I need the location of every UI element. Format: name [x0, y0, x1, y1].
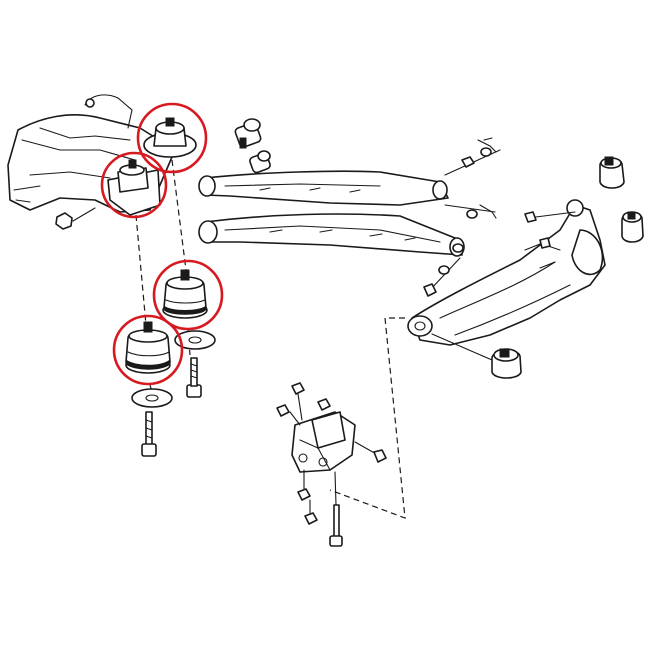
bushing-bolt — [141, 411, 157, 457]
arm-hardware — [524, 211, 576, 251]
mounting-bracket — [291, 411, 387, 473]
trailing-arm-bushing — [599, 156, 625, 189]
highlight-circle-upper-mount-rear — [136, 102, 208, 174]
bushing-bolt — [186, 357, 202, 398]
trailing-arm — [407, 199, 606, 346]
highlight-circle-upper-mount-front — [100, 151, 168, 219]
highlight-circle-bushing-rear — [152, 259, 224, 331]
subframe-bushing-rear — [162, 269, 208, 319]
upper-control-arm — [198, 170, 449, 206]
arm-hardware — [423, 137, 501, 297]
control-arm-bushing — [249, 150, 271, 174]
guide-line-front-mount — [135, 214, 147, 326]
subframe-nut — [55, 212, 73, 230]
trailing-arm-bushing — [491, 348, 522, 379]
bushing-washer — [174, 330, 216, 350]
control-arm-bushing — [234, 118, 262, 149]
highlight-circle-bushing-front — [112, 314, 184, 386]
subframe-upper-mount-rear — [143, 117, 197, 158]
subframe-bushing-front — [125, 321, 171, 374]
lower-control-arm — [198, 213, 465, 257]
subframe-upper-mount-front — [107, 159, 161, 216]
trailing-arm-bushing — [621, 211, 644, 243]
bushing-washer — [131, 388, 173, 408]
bracket-hardware — [276, 382, 343, 547]
guide-line-bracket — [329, 317, 406, 519]
guide-line-rear-mount — [171, 159, 187, 271]
